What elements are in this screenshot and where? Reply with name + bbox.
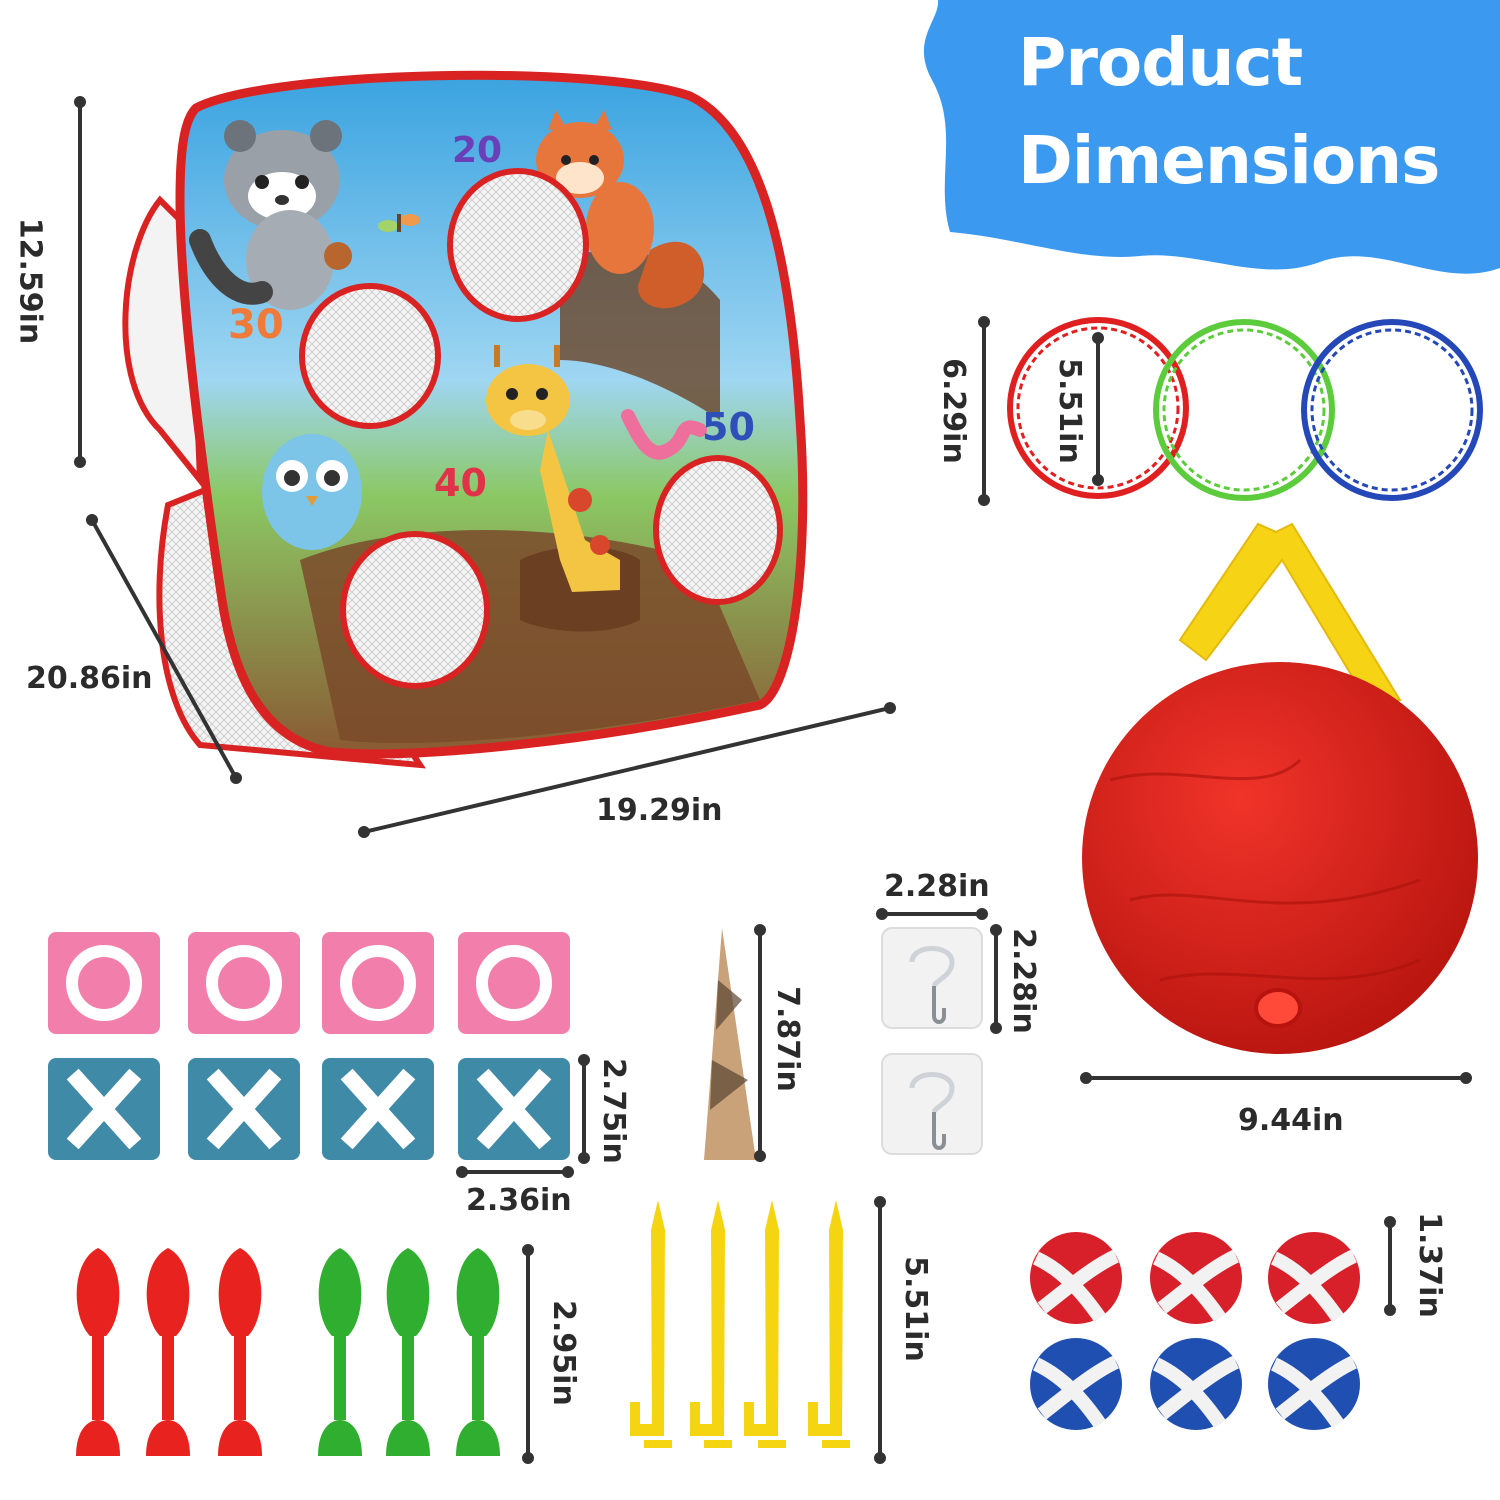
board-depth-line <box>90 519 238 779</box>
dart-height-label: 2.95in <box>545 1300 581 1406</box>
bag-width-label: 9.44in <box>1238 1103 1344 1138</box>
ground-stake <box>744 1200 786 1448</box>
board-hole <box>299 283 441 429</box>
sticky-ball <box>1030 1232 1122 1324</box>
adhesive-hook <box>881 1053 983 1155</box>
sticky-ball <box>1268 1232 1360 1324</box>
ground-stake <box>808 1200 850 1448</box>
ring-inner-label: 5.51in <box>1051 358 1087 464</box>
stake-height-label: 5.51in <box>897 1256 933 1362</box>
ground-stake <box>630 1200 672 1448</box>
board-hole <box>653 455 783 605</box>
score-20: 20 <box>452 130 502 171</box>
beanbag-o <box>48 932 160 1034</box>
dart <box>318 1248 362 1456</box>
score-30: 30 <box>228 302 284 348</box>
hook-width-label: 2.28in <box>884 869 990 904</box>
hook-height-label: 2.28in <box>1005 928 1041 1034</box>
beanbag-width-label: 2.36in <box>466 1183 572 1218</box>
dart <box>218 1248 262 1456</box>
ground-stake <box>690 1200 732 1448</box>
sticky-ball <box>1268 1338 1360 1430</box>
dart <box>456 1248 500 1456</box>
beanbag-height-label: 2.75in <box>595 1058 631 1164</box>
ball-diameter-label: 1.37in <box>1411 1212 1447 1318</box>
beanbag-o <box>188 932 300 1034</box>
board-hole <box>340 531 490 689</box>
board-hole <box>447 168 589 322</box>
sticky-ball <box>1030 1338 1122 1430</box>
beanbag-x <box>322 1058 434 1160</box>
score-50: 50 <box>702 405 755 449</box>
banner-background <box>923 0 1500 274</box>
dart <box>146 1248 190 1456</box>
beanbag-x <box>188 1058 300 1160</box>
beanbag-o <box>458 932 570 1034</box>
board-depth-label: 20.86in <box>26 661 153 696</box>
adhesive-hook <box>881 927 983 1029</box>
board-width-label: 19.29in <box>596 793 723 828</box>
board-height-label: 12.59in <box>12 217 48 345</box>
storage-bag <box>1082 522 1478 1054</box>
beanbag-x <box>48 1058 160 1160</box>
beanbag-o <box>322 932 434 1034</box>
sticky-ball <box>1150 1338 1242 1430</box>
cornhole-board: 20 30 40 50 <box>122 70 808 769</box>
arrow-tag-height-label: 7.87in <box>769 986 805 1092</box>
sticky-ball <box>1150 1232 1242 1324</box>
beanbag-x <box>458 1058 570 1160</box>
dart <box>76 1248 120 1456</box>
rings <box>1007 317 1483 501</box>
dart <box>386 1248 430 1456</box>
board-width-line <box>363 706 891 834</box>
ring-outer-label: 6.29in <box>935 358 971 464</box>
banner-title-line1: Product <box>1018 24 1303 101</box>
banner-title-line2: Dimensions <box>1018 122 1440 199</box>
score-40: 40 <box>434 461 487 505</box>
arrow-tag <box>704 928 756 1160</box>
